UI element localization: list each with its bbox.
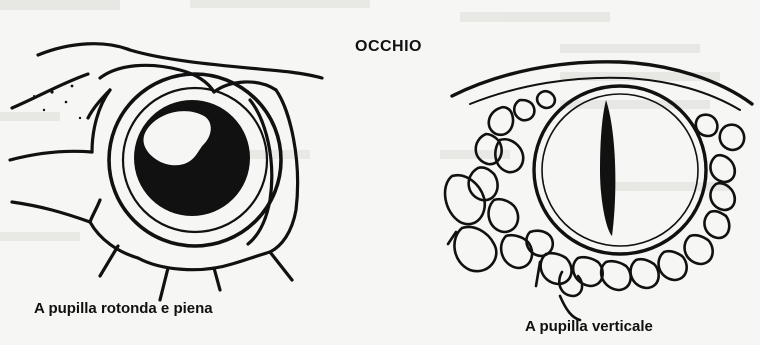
left-scale-right-outer: [270, 90, 298, 252]
bleed-through-texture: [0, 0, 730, 241]
caption-round-pupil: A pupilla rotonda e piena: [34, 300, 213, 317]
right-iris-ring: [542, 94, 698, 246]
left-scale-foot-3: [214, 268, 220, 290]
left-scale-foot-1: [100, 246, 118, 276]
left-scale-foot-4: [270, 252, 292, 280]
diagram-title: OCCHIO: [355, 38, 422, 56]
left-scale-foot-2: [160, 268, 168, 300]
left-skin-line-3: [12, 202, 90, 222]
right-eyeball: [534, 86, 706, 254]
upper-eyelid: [452, 62, 752, 104]
vertical-slit-pupil: [600, 100, 615, 236]
caption-vertical-pupil: A pupilla verticale: [525, 318, 653, 335]
upper-skin-line: [38, 44, 322, 78]
left-skin-line-1: [12, 74, 88, 108]
left-scale-bottom: [138, 252, 270, 270]
left-skin-line-2: [10, 151, 92, 160]
left-scale-divider-2: [90, 200, 100, 222]
round-pupil-eye-illustration: [10, 44, 322, 300]
